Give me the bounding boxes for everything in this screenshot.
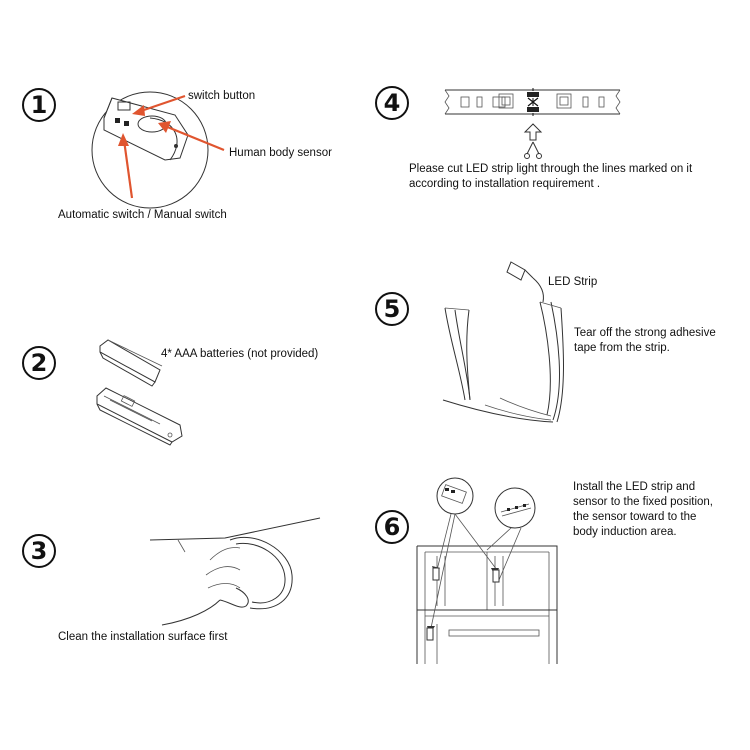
- step-6: 6: [375, 460, 750, 700]
- mounted-sensors: [426, 567, 500, 641]
- step-3: 3 Clean the installation surface first: [0, 460, 375, 690]
- step-1: 1 switch button Human body sensor Automa…: [0, 0, 375, 240]
- step-3-illustration: [149, 517, 321, 626]
- step-number-5: 5: [375, 292, 409, 326]
- step-5-illustration: [442, 261, 564, 423]
- battery-case: [96, 387, 183, 446]
- step-2-illustration: [96, 339, 183, 446]
- step-number-1: 1: [22, 88, 56, 122]
- cut-mark: [527, 88, 539, 116]
- strip-detail-right: [494, 487, 536, 529]
- step-1-illustration: [91, 91, 225, 209]
- step-6-illustration: [416, 477, 558, 664]
- step-5: 5 LED Strip Tear off the strong adhesive…: [375, 240, 750, 460]
- label-clean-surface: Clean the installation surface first: [58, 631, 228, 643]
- step-number-3: 3: [22, 534, 56, 568]
- scissors-icon: [524, 141, 542, 159]
- hand-with-cloth: [149, 517, 321, 626]
- step-number-4: 4: [375, 86, 409, 120]
- strip-bottom: [442, 397, 554, 423]
- sensor-detail-left: [436, 477, 474, 515]
- peeled-tape-right: [539, 301, 564, 423]
- label-install: Install the LED strip and sensor to the …: [573, 481, 713, 538]
- label-batteries: 4* AAA batteries (not provided): [161, 348, 319, 360]
- label-switch-button: switch button: [188, 90, 256, 102]
- label-auto-manual-switch: Automatic switch / Manual switch: [58, 209, 227, 221]
- led-strip-connector: [506, 261, 544, 303]
- step-number-2: 2: [22, 346, 56, 380]
- up-arrow-icon: [523, 123, 543, 141]
- step-4: 4: [375, 0, 750, 240]
- step-4-illustration: [444, 88, 621, 159]
- step-2: 2 4* AAA batteries (not provided): [0, 240, 375, 460]
- cabinet: [416, 545, 558, 664]
- label-tear-tape: Tear off the strong adhesive tape from t…: [574, 327, 716, 354]
- label-led-strip: LED Strip: [548, 276, 598, 288]
- label-human-body-sensor: Human body sensor: [229, 147, 332, 159]
- step-number-6: 6: [375, 510, 409, 544]
- sensor-device: [103, 97, 189, 161]
- peeled-tape-left: [444, 307, 471, 401]
- battery-cover: [99, 339, 163, 387]
- led-strip-segment: [444, 88, 621, 116]
- label-cut-instructions: Please cut LED strip light through the l…: [409, 163, 693, 190]
